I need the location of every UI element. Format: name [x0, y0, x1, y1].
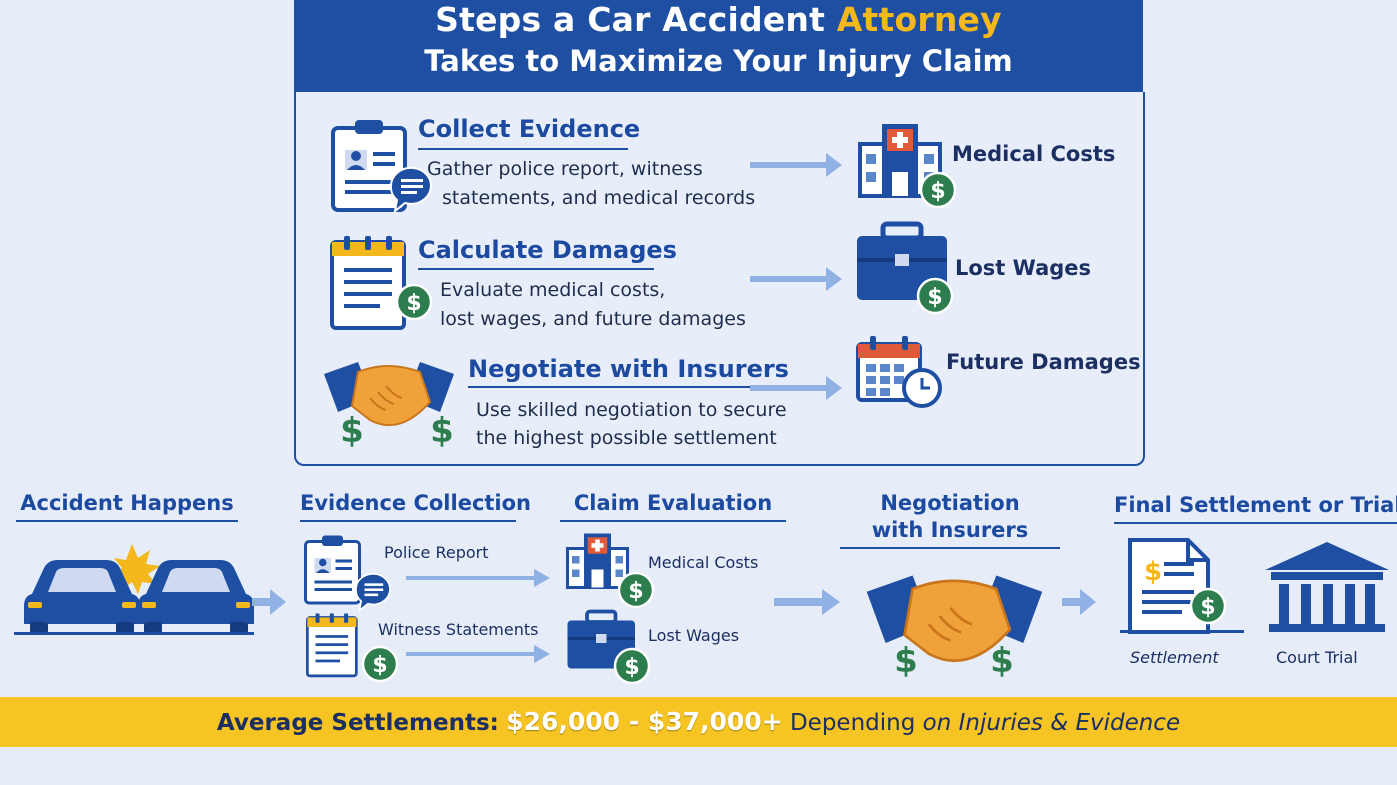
arrow-right-icon	[750, 153, 842, 177]
step-desc-line1: Gather police report, witness	[427, 158, 703, 180]
step-desc-line2: statements, and medical records	[442, 187, 756, 209]
arrow-right-icon	[252, 589, 286, 615]
average-bar-tail-italic: on Injuries & Evidence	[922, 710, 1181, 736]
dollar-sign-icon: $	[894, 641, 918, 681]
step-desc-line2: lost wages, and future damages	[440, 308, 746, 330]
evaluation-item-lost-wages: Lost Wages	[648, 626, 740, 645]
timeline-rule	[840, 547, 1060, 549]
dollar-sign-icon: $	[430, 411, 454, 451]
average-settlements-bar: Average Settlements: $26,000 - $37,000+ …	[0, 697, 1397, 747]
briefcase-icon	[565, 609, 651, 685]
arrow-right-icon	[406, 569, 550, 587]
cost-label-medical: Medical Costs	[952, 142, 1116, 166]
briefcase-icon	[855, 222, 954, 315]
evidence-item-police-report: Police Report	[384, 543, 489, 562]
step-underline	[468, 386, 768, 388]
dollar-sign-icon: $	[990, 641, 1014, 681]
step-desc-line1: Use skilled negotiation to secure	[476, 399, 787, 421]
timeline-rule	[16, 520, 238, 522]
hospital-icon	[858, 122, 957, 209]
final-item-settlement: Settlement	[1130, 648, 1219, 667]
step-heading-collect-evidence: Collect Evidence	[418, 115, 641, 143]
title-line2: Takes to Maximize Your Injury Claim	[424, 44, 1013, 78]
title-line1: Steps a Car Accident Attorney	[294, 0, 1143, 39]
step-underline	[418, 268, 654, 270]
cost-label-wages: Lost Wages	[955, 256, 1092, 280]
courthouse-icon	[1265, 542, 1389, 632]
timeline-heading-evidence: Evidence Collection	[300, 491, 531, 515]
handshake-icon: $ $	[865, 574, 1044, 681]
title-banner: Steps a Car Accident Attorney Takes to M…	[294, 0, 1143, 96]
average-bar-range: $26,000 - $37,000+	[506, 707, 783, 736]
final-item-court-trial: Court Trial	[1276, 648, 1358, 667]
evidence-item-witness-statements: Witness Statements	[378, 620, 539, 639]
average-bar-tail-plain: Depending	[789, 710, 916, 736]
timeline-rule	[300, 520, 516, 522]
car-crash-icon	[14, 544, 254, 635]
dollar-sign-icon: $	[340, 411, 364, 451]
step-underline	[418, 148, 628, 150]
timeline-heading-negotiation-line2: with Insurers	[871, 518, 1029, 542]
timeline-rule	[560, 520, 786, 522]
handshake-icon: $ $	[323, 361, 455, 451]
arrow-right-icon	[1062, 589, 1096, 615]
title-accent: Attorney	[836, 0, 1002, 39]
step-desc-line1: Evaluate medical costs,	[440, 279, 666, 301]
settlement-document-icon	[1120, 538, 1244, 634]
arrow-right-icon	[774, 589, 840, 615]
step-heading-calculate-damages: Calculate Damages	[418, 236, 677, 264]
cost-label-future: Future Damages	[946, 350, 1141, 374]
arrow-right-icon	[750, 376, 842, 400]
title-prefix: Steps a Car Accident	[435, 0, 826, 39]
timeline-heading-accident: Accident Happens	[20, 491, 234, 515]
timeline-heading-negotiation: Negotiation with Insurers	[840, 490, 1060, 544]
timeline-heading-final: Final Settlement or Trial	[1114, 493, 1397, 517]
timeline-heading-evaluation: Claim Evaluation	[573, 491, 773, 515]
timeline-rule	[1114, 522, 1397, 524]
calendar-clock-icon	[856, 334, 942, 408]
step-desc-line2: the highest possible settlement	[476, 427, 777, 449]
arrow-right-icon	[406, 645, 550, 663]
arrow-right-icon	[750, 267, 842, 291]
average-bar-lead: Average Settlements:	[216, 710, 499, 736]
timeline-heading-negotiation-line1: Negotiation	[880, 491, 1020, 515]
evaluation-item-medical-costs: Medical Costs	[648, 553, 759, 572]
step-heading-negotiate: Negotiate with Insurers	[468, 355, 789, 383]
